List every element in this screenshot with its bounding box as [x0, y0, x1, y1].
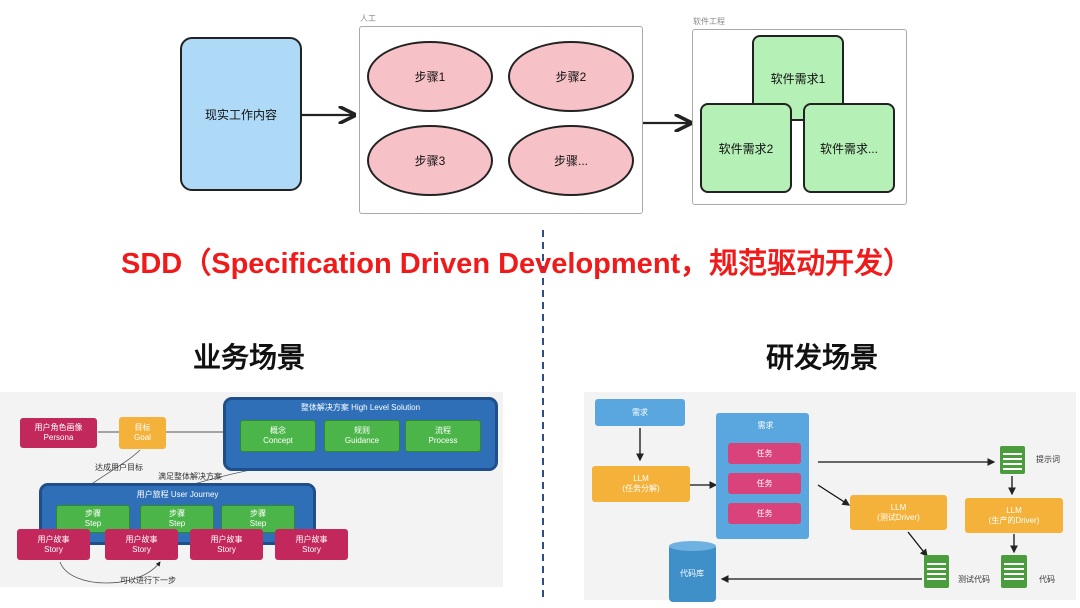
- persona-en: Persona: [43, 433, 74, 442]
- persona-cn: 用户角色画像: [34, 423, 83, 432]
- step-ellipse-1: 步骤1: [367, 41, 493, 112]
- step-label: 步骤...: [553, 154, 588, 168]
- code-label: 代码: [1039, 575, 1055, 584]
- prompt-doc-icon: [1000, 446, 1025, 474]
- software-group-title: 软件工程: [693, 17, 725, 26]
- step-en: Step: [249, 519, 267, 528]
- reality-work-label: 现实工作内容: [204, 107, 277, 122]
- task-label: 任务: [756, 508, 773, 518]
- reality-work-card: 现实工作内容: [180, 37, 302, 191]
- llm-prod-box: LLM (生产的Driver): [965, 498, 1063, 533]
- journey-title: 用户旅程 User Journey: [136, 490, 219, 499]
- solution-process: 流程 Process: [405, 420, 481, 452]
- story-box-3: 用户故事 Story: [190, 529, 263, 560]
- req-label: 软件需求1: [770, 71, 826, 86]
- req-label: 软件需求...: [819, 141, 878, 156]
- solution-title: 整体解决方案 High Level Solution: [300, 403, 421, 412]
- step-ellipse-2: 步骤2: [508, 41, 634, 112]
- code-doc-icon: [1001, 555, 1027, 588]
- task-label: 任务: [756, 448, 773, 458]
- story-en: Story: [302, 544, 321, 554]
- req-label: 软件需求2: [718, 141, 774, 156]
- sdd-headline: SDD（Specification Driven Development，规范驱…: [121, 248, 913, 280]
- annotation-next-step: 可以进行下一步: [120, 576, 176, 585]
- step-cn: 步骤: [169, 509, 185, 518]
- annotation-satisfy-solution: 满足整体解决方案: [158, 472, 222, 481]
- step-ellipse-3: 步骤3: [367, 125, 493, 196]
- story-cn: 用户故事: [37, 534, 70, 544]
- req-input-box: 需求: [595, 399, 685, 426]
- step-label: 步骤2: [555, 70, 587, 84]
- step-en: Step: [168, 519, 186, 528]
- goal-cn: 目标: [134, 423, 151, 432]
- prompt-label: 提示词: [1036, 455, 1060, 464]
- llm-label: LLM: [1006, 505, 1022, 515]
- story-en: Story: [44, 544, 63, 554]
- persona-box: 用户角色画像 Persona: [20, 418, 97, 448]
- guidance-en: Guidance: [344, 436, 380, 445]
- repo-label: 代码库: [680, 569, 704, 578]
- story-cn: 用户故事: [125, 534, 158, 544]
- step-ellipse-more: 步骤...: [508, 125, 634, 196]
- req-panel-title: 需求: [757, 421, 774, 430]
- software-req-2: 软件需求2: [700, 103, 792, 193]
- task-label: 任务: [756, 478, 773, 488]
- llm-split-box: LLM (任务分解): [592, 466, 690, 502]
- process-en: Process: [428, 436, 458, 445]
- test-code-label: 测试代码: [958, 575, 990, 584]
- test-code-doc-icon: [924, 555, 949, 588]
- story-cn: 用户故事: [210, 534, 243, 544]
- journey-step-2: 步骤 Step: [140, 505, 214, 533]
- story-box-4: 用户故事 Story: [275, 529, 348, 560]
- concept-en: Concept: [263, 436, 293, 445]
- goal-box: 目标 Goal: [119, 417, 166, 449]
- journey-step-1: 步骤 Step: [56, 505, 130, 533]
- step-en: Step: [84, 519, 102, 528]
- step-cn: 步骤: [250, 509, 266, 518]
- business-scenario-title: 业务场景: [193, 342, 306, 373]
- solution-guidance: 规则 Guidance: [324, 420, 400, 452]
- req-input-label: 需求: [632, 407, 648, 417]
- solution-concept: 概念 Concept: [240, 420, 316, 452]
- task-box-1: 任务: [728, 443, 801, 464]
- task-box-2: 任务: [728, 473, 801, 494]
- llm-label: LLM: [890, 502, 907, 512]
- story-en: Story: [217, 544, 236, 554]
- story-box-1: 用户故事 Story: [17, 529, 90, 560]
- llm-test-box: LLM (测试Driver): [850, 495, 947, 530]
- story-cn: 用户故事: [295, 534, 328, 544]
- goal-en: Goal: [134, 433, 151, 442]
- story-box-2: 用户故事 Story: [105, 529, 178, 560]
- llm-label: LLM: [633, 474, 649, 483]
- llm-sub-label: (测试Driver): [877, 512, 920, 522]
- guidance-cn: 规则: [354, 426, 370, 435]
- step-label: 步骤1: [414, 70, 446, 84]
- llm-sub-label: (生产的Driver): [988, 515, 1040, 525]
- step-label: 步骤3: [414, 154, 446, 168]
- rd-scenario-title: 研发场景: [766, 342, 879, 373]
- step-cn: 步骤: [85, 509, 101, 518]
- concept-cn: 概念: [270, 426, 286, 435]
- repo-database-icon: [669, 541, 716, 602]
- process-cn: 流程: [435, 426, 451, 435]
- llm-sub-label: (任务分解): [622, 484, 660, 493]
- manual-group-title: 人工: [360, 14, 376, 23]
- story-en: Story: [132, 544, 151, 554]
- annotation-achieve-goal: 达成用户目标: [95, 463, 143, 472]
- software-req-more: 软件需求...: [803, 103, 895, 193]
- task-box-3: 任务: [728, 503, 801, 524]
